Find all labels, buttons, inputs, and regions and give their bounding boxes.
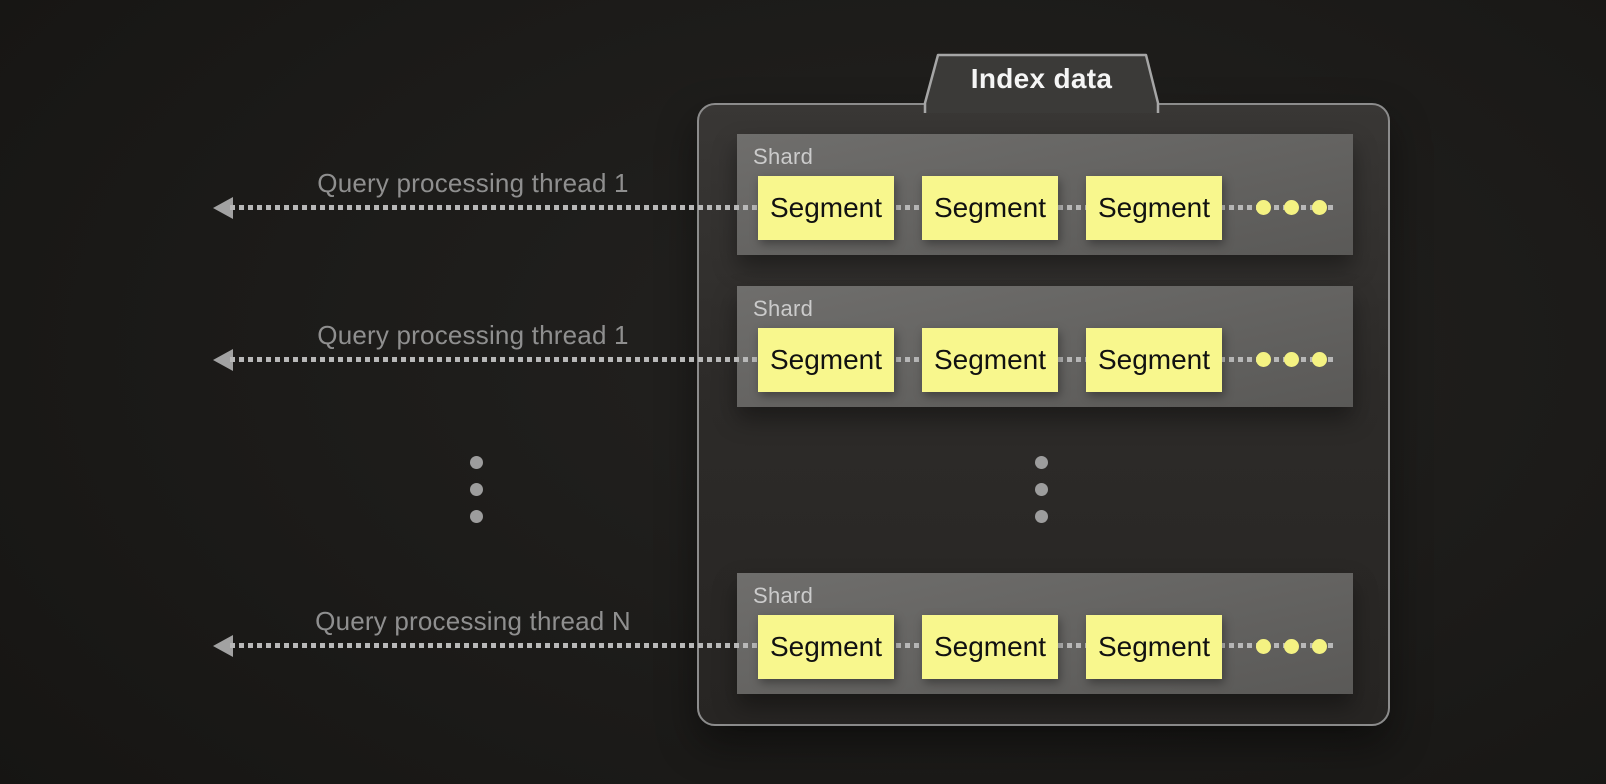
shard-label: Shard xyxy=(753,144,814,169)
arrow-left-icon xyxy=(213,349,233,371)
shard-box-1: Shard Segment Segment Segment xyxy=(737,134,1353,255)
index-data-tab xyxy=(923,53,1160,113)
segment-box: Segment xyxy=(922,615,1058,679)
panel-title: Index data xyxy=(970,63,1113,94)
segment-box: Segment xyxy=(922,328,1058,392)
segment-box: Segment xyxy=(922,176,1058,240)
shard-label: Shard xyxy=(753,296,814,321)
arrow-left-icon xyxy=(213,635,233,657)
segment-box: Segment xyxy=(1086,176,1222,240)
segment-box: Segment xyxy=(758,328,894,392)
thread-label-1: Query processing thread 1 xyxy=(317,168,629,198)
more-threads-ellipsis-icon xyxy=(470,456,483,523)
segment-box: Segment xyxy=(758,615,894,679)
more-shards-ellipsis-icon xyxy=(1035,456,1048,523)
segment-box: Segment xyxy=(758,176,894,240)
segment-ellipsis-icon xyxy=(1256,352,1327,367)
shard-box-n: Shard Segment Segment Segment xyxy=(737,573,1353,694)
segment-ellipsis-icon xyxy=(1256,639,1327,654)
thread-label-n: Query processing thread N xyxy=(315,606,631,636)
thread-label-2: Query processing thread 1 xyxy=(317,320,629,350)
shard-box-2: Shard Segment Segment Segment xyxy=(737,286,1353,407)
segment-ellipsis-icon xyxy=(1256,200,1327,215)
segment-box: Segment xyxy=(1086,615,1222,679)
segment-box: Segment xyxy=(1086,328,1222,392)
shard-label: Shard xyxy=(753,583,814,608)
arrow-left-icon xyxy=(213,197,233,219)
